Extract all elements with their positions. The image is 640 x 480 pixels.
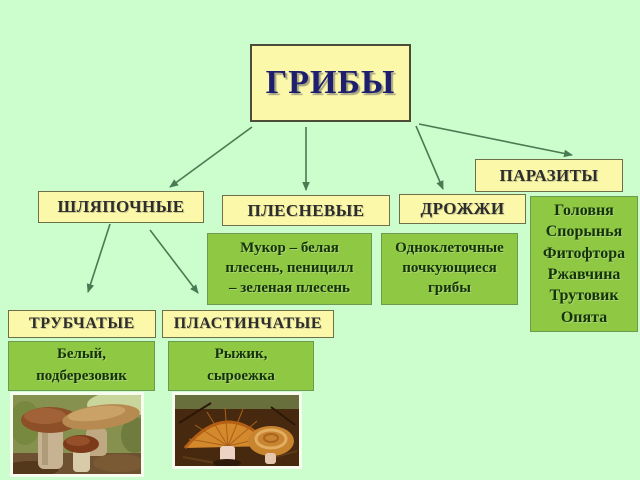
arrow-title-to-cap (169, 126, 253, 188)
category-yeast-box: ДРОЖЖИ (399, 194, 526, 224)
category-mold-box: ПЛЕСНЕВЫЕ (222, 195, 390, 226)
arrow-title-to-yeast (415, 125, 444, 190)
subtype-lamellar-box: ПЛАСТИНЧАТЫЕ (162, 310, 334, 338)
tubular-examples-box: Белый, подберезовик (8, 341, 155, 391)
parasites-examples-box: Головня Спорынья Фитофтора Ржавчина Трут… (530, 196, 638, 332)
arrow-cap-to-lamellar (149, 229, 199, 294)
subtype-tubular-label: ТРУБЧАТЫЕ (29, 315, 135, 332)
mold-detail-line: плесень, пеницилл (225, 260, 354, 277)
saffron-milkcap-illustration (175, 395, 299, 466)
category-cap-box: ШЛЯПОЧНЫЕ (38, 191, 204, 223)
parasite-example: Фитофтора (542, 244, 626, 262)
category-yeast-label: ДРОЖЖИ (420, 199, 505, 218)
yeast-detail-line: почкующиеся (402, 260, 497, 277)
tubular-example-line: подберезовик (36, 368, 127, 384)
category-parasites-box: ПАРАЗИТЫ (475, 159, 623, 192)
yeast-detail-line: грибы (427, 279, 471, 296)
subtype-lamellar-label: ПЛАСТИНЧАТЫЕ (173, 315, 323, 332)
category-cap-label: ШЛЯПОЧНЫЕ (57, 197, 185, 216)
yeast-detail-box: Одноклеточные почкующиеся грибы (381, 233, 518, 305)
yeast-detail-line: Одноклеточные (395, 240, 504, 257)
parasite-example: Головня (554, 201, 614, 219)
mold-detail-box: Мукор – белая плесень, пеницилл – зелена… (207, 233, 372, 305)
lamellar-example-line: сыроежка (207, 368, 275, 384)
porcini-mushrooms-photo (10, 392, 144, 477)
mold-detail-line: Мукор – белая (240, 240, 339, 257)
lamellar-examples-box: Рыжик, сыроежка (168, 341, 314, 391)
parasite-example: Трутовик (549, 287, 619, 305)
parasite-example: Опята (560, 308, 608, 326)
category-parasites-label: ПАРАЗИТЫ (499, 165, 599, 185)
arrow-cap-to-tubular (86, 223, 111, 293)
porcini-mushrooms-illustration (13, 395, 141, 474)
parasite-example: Спорынья (545, 223, 623, 241)
category-mold-label: ПЛЕСНЕВЫЕ (247, 200, 365, 220)
parasite-example: Ржавчина (547, 266, 621, 283)
title-box: ГРИБЫ (250, 44, 411, 122)
subtype-tubular-box: ТРУБЧАТЫЕ (8, 310, 156, 338)
mold-detail-line: – зеленая плесень (229, 279, 350, 296)
saffron-milkcap-mushrooms-photo (172, 392, 302, 469)
arrow-title-to-parasites (418, 123, 573, 158)
tubular-example-line: Белый, (56, 346, 107, 363)
lamellar-example-line: Рыжик, (214, 346, 268, 363)
slide-title: ГРИБЫ (265, 64, 396, 101)
